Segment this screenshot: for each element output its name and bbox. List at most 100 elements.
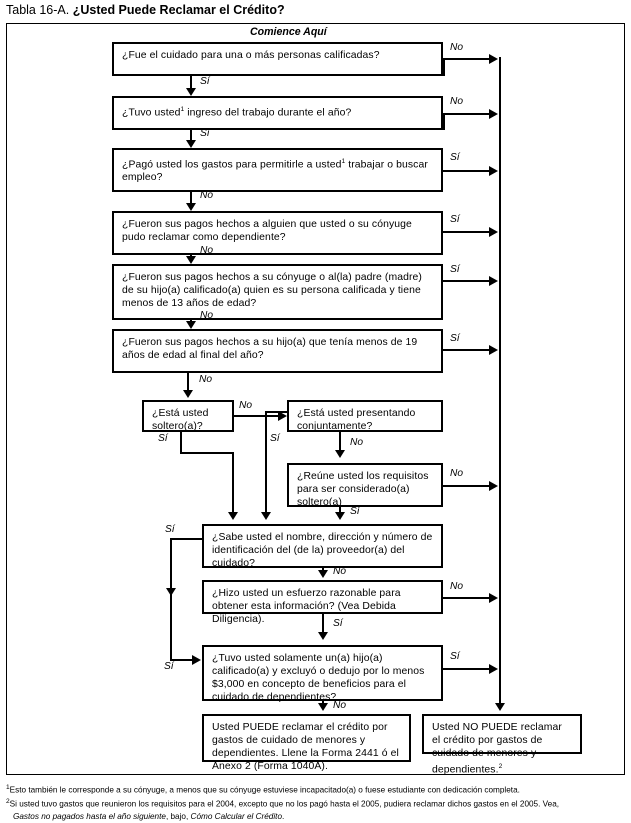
flowchart-frame: [6, 23, 625, 775]
edge-q3-yes-arrow: [489, 166, 498, 176]
footnote-marker-1b: 1: [341, 158, 346, 165]
edge-q4-no-arrow: [186, 256, 196, 264]
edge-q2-no-stub: [443, 113, 445, 130]
edge-q12-yes-line: [443, 668, 493, 670]
edge-q10-no-arrow: [318, 570, 328, 578]
edge-q2-yes-line: [190, 130, 192, 140]
edge-q3-yes-label: Sí: [450, 152, 460, 163]
node-result-cannot-claim: Usted NO PUEDE reclamar el crédito por g…: [422, 714, 582, 775]
edge-q5-no-arrow: [186, 321, 196, 329]
footnote-marker-1a: 1: [180, 106, 185, 113]
node-q6: ¿Fueron sus pagos hechos a su hijo(a) qu…: [112, 329, 443, 373]
edge-q12-yes-label: Sí: [450, 651, 460, 662]
edge-q9-no-arrow: [489, 481, 498, 491]
node-q11-text: ¿Hizo usted un esfuerzo razonable para o…: [212, 588, 401, 625]
edge-q8-yes-v2: [265, 411, 267, 514]
edge-q2-no-label: No: [450, 96, 464, 107]
edge-q10-yes-v: [170, 538, 172, 660]
edge-q4-yes-arrow: [489, 227, 498, 237]
footnote-2-marker: 2: [6, 798, 10, 806]
edge-q7-yes-v1: [180, 432, 182, 454]
edge-q8-no-arrow: [335, 450, 345, 458]
edge-q6-no-line: [187, 373, 189, 392]
footnote-2-italic-2: Cómo Calcular el Crédito: [190, 811, 283, 821]
edge-q1-yes-line: [190, 76, 192, 90]
edge-q1-yes-label: Sí: [200, 76, 210, 87]
edge-q9-yes-label: Sí: [350, 506, 360, 517]
node-q1-text: ¿Fue el cuidado para una o más personas …: [122, 50, 380, 61]
edge-q10-yes-mid-arrow: [166, 588, 176, 596]
node-q5: ¿Fueron sus pagos hechos a su cónyuge o …: [112, 264, 443, 320]
node-q12-text: ¿Tuvo usted solamente un(a) hijo(a) cali…: [212, 653, 425, 703]
edge-q11-no-line: [443, 597, 493, 599]
edge-q8-no-label: No: [350, 437, 364, 448]
node-q2-text-b: ingreso del trabajo durante el año?: [184, 107, 352, 119]
edge-q3-yes-line: [443, 170, 493, 172]
edge-q10-no-label: No: [333, 566, 347, 577]
node-q4: ¿Fueron sus pagos hechos a alguien que u…: [112, 211, 443, 255]
edge-q2-yes-label: Sí: [200, 128, 210, 139]
edge-q7-yes-h: [180, 452, 234, 454]
edge-q5-yes-label: Sí: [450, 264, 460, 275]
edge-q9-yes-arrow: [335, 512, 345, 520]
edge-q12-no-arrow: [318, 703, 328, 711]
edge-q11-yes-label: Sí: [333, 618, 343, 629]
edge-q3-no-arrow: [186, 203, 196, 211]
edge-q10-yes-label-2: Sí: [164, 661, 174, 672]
edge-q2-yes-arrow: [186, 140, 196, 148]
edge-q1-no-stub: [443, 58, 445, 76]
edge-q2-no-line: [443, 113, 493, 115]
node-result-cannot-claim-text: Usted NO PUEDE reclamar el crédito por g…: [432, 722, 562, 776]
footnote-1: 1Esto también le corresponde a su cónyug…: [6, 783, 625, 796]
node-q8-text: ¿Está usted presentando conjuntamente?: [297, 408, 416, 432]
edge-q8-yes-label: Sí: [270, 433, 280, 444]
edge-q3-no-label: No: [200, 190, 214, 201]
collector-spine-arrow: [495, 703, 505, 711]
edge-q7-no-label: No: [239, 400, 253, 411]
footnote-2-end: .: [282, 811, 285, 821]
edge-q6-yes-line: [443, 349, 493, 351]
edge-q10-yes-arrow: [192, 655, 201, 665]
node-q2: ¿Tuvo usted1 ingreso del trabajo durante…: [112, 96, 443, 130]
node-result-can-claim-text: Usted PUEDE reclamar el crédito por gast…: [212, 722, 399, 772]
edge-q7-no-arrow: [278, 411, 287, 421]
node-result-can-claim: Usted PUEDE reclamar el crédito por gast…: [202, 714, 411, 772]
node-q12: ¿Tuvo usted solamente un(a) hijo(a) cali…: [202, 645, 443, 703]
node-q3: ¿Pagó usted los gastos para permitirle a…: [112, 148, 443, 192]
edge-q2-no-arrow: [489, 109, 498, 119]
edge-q6-no-arrow: [183, 390, 193, 398]
edge-q10-yes-h2: [170, 659, 194, 661]
edge-q9-no-label: No: [450, 468, 464, 479]
node-q7-text: ¿Está usted soltero(a)?: [152, 408, 209, 432]
node-q3-text-a: ¿Pagó usted los gastos para permitirle a…: [122, 159, 342, 171]
edge-q5-yes-arrow: [489, 276, 498, 286]
node-q9-text: ¿Reúne usted los requisitos para ser con…: [297, 471, 429, 508]
edge-q1-no-line: [443, 58, 493, 60]
footnote-2-mid: , bajo,: [165, 811, 189, 821]
edge-q12-yes-arrow: [489, 664, 498, 674]
footnotes: 1Esto también le corresponde a su cónyug…: [6, 783, 625, 823]
node-q2-text-a: ¿Tuvo usted: [122, 107, 181, 119]
footnote-marker-2: 2: [498, 763, 503, 770]
edge-q6-no-label: No: [199, 374, 213, 385]
edge-q6-yes-label: Sí: [450, 333, 460, 344]
edge-q9-yes-line: [339, 507, 341, 516]
node-q10: ¿Sabe usted el nombre, dirección y númer…: [202, 524, 443, 569]
start-here-label: Comience Aquí: [250, 26, 327, 38]
node-q11: ¿Hizo usted un esfuerzo razonable para o…: [202, 580, 443, 625]
node-q7: ¿Está usted soltero(a)?: [142, 400, 234, 432]
footnote-2-cont: Gastos no pagados hasta el año siguiente…: [6, 812, 625, 823]
edge-q11-yes-arrow: [318, 632, 328, 640]
edge-q7-yes-label: Sí: [158, 433, 168, 444]
node-q8: ¿Está usted presentando conjuntamente?: [287, 400, 443, 432]
edge-q7-no-line: [234, 415, 280, 417]
edge-q5-no-label: No: [200, 310, 214, 321]
edge-q11-no-arrow: [489, 593, 498, 603]
edge-q8-yes-h: [265, 411, 289, 413]
edge-q10-yes-h1: [170, 538, 204, 540]
edge-q12-no-label: No: [333, 700, 347, 711]
footnote-1-text: Esto también le corresponde a su cónyuge…: [9, 785, 520, 795]
edge-q4-yes-label: Sí: [450, 214, 460, 225]
edge-q8-yes-v1: [287, 411, 289, 415]
edge-q6-yes-arrow: [489, 345, 498, 355]
